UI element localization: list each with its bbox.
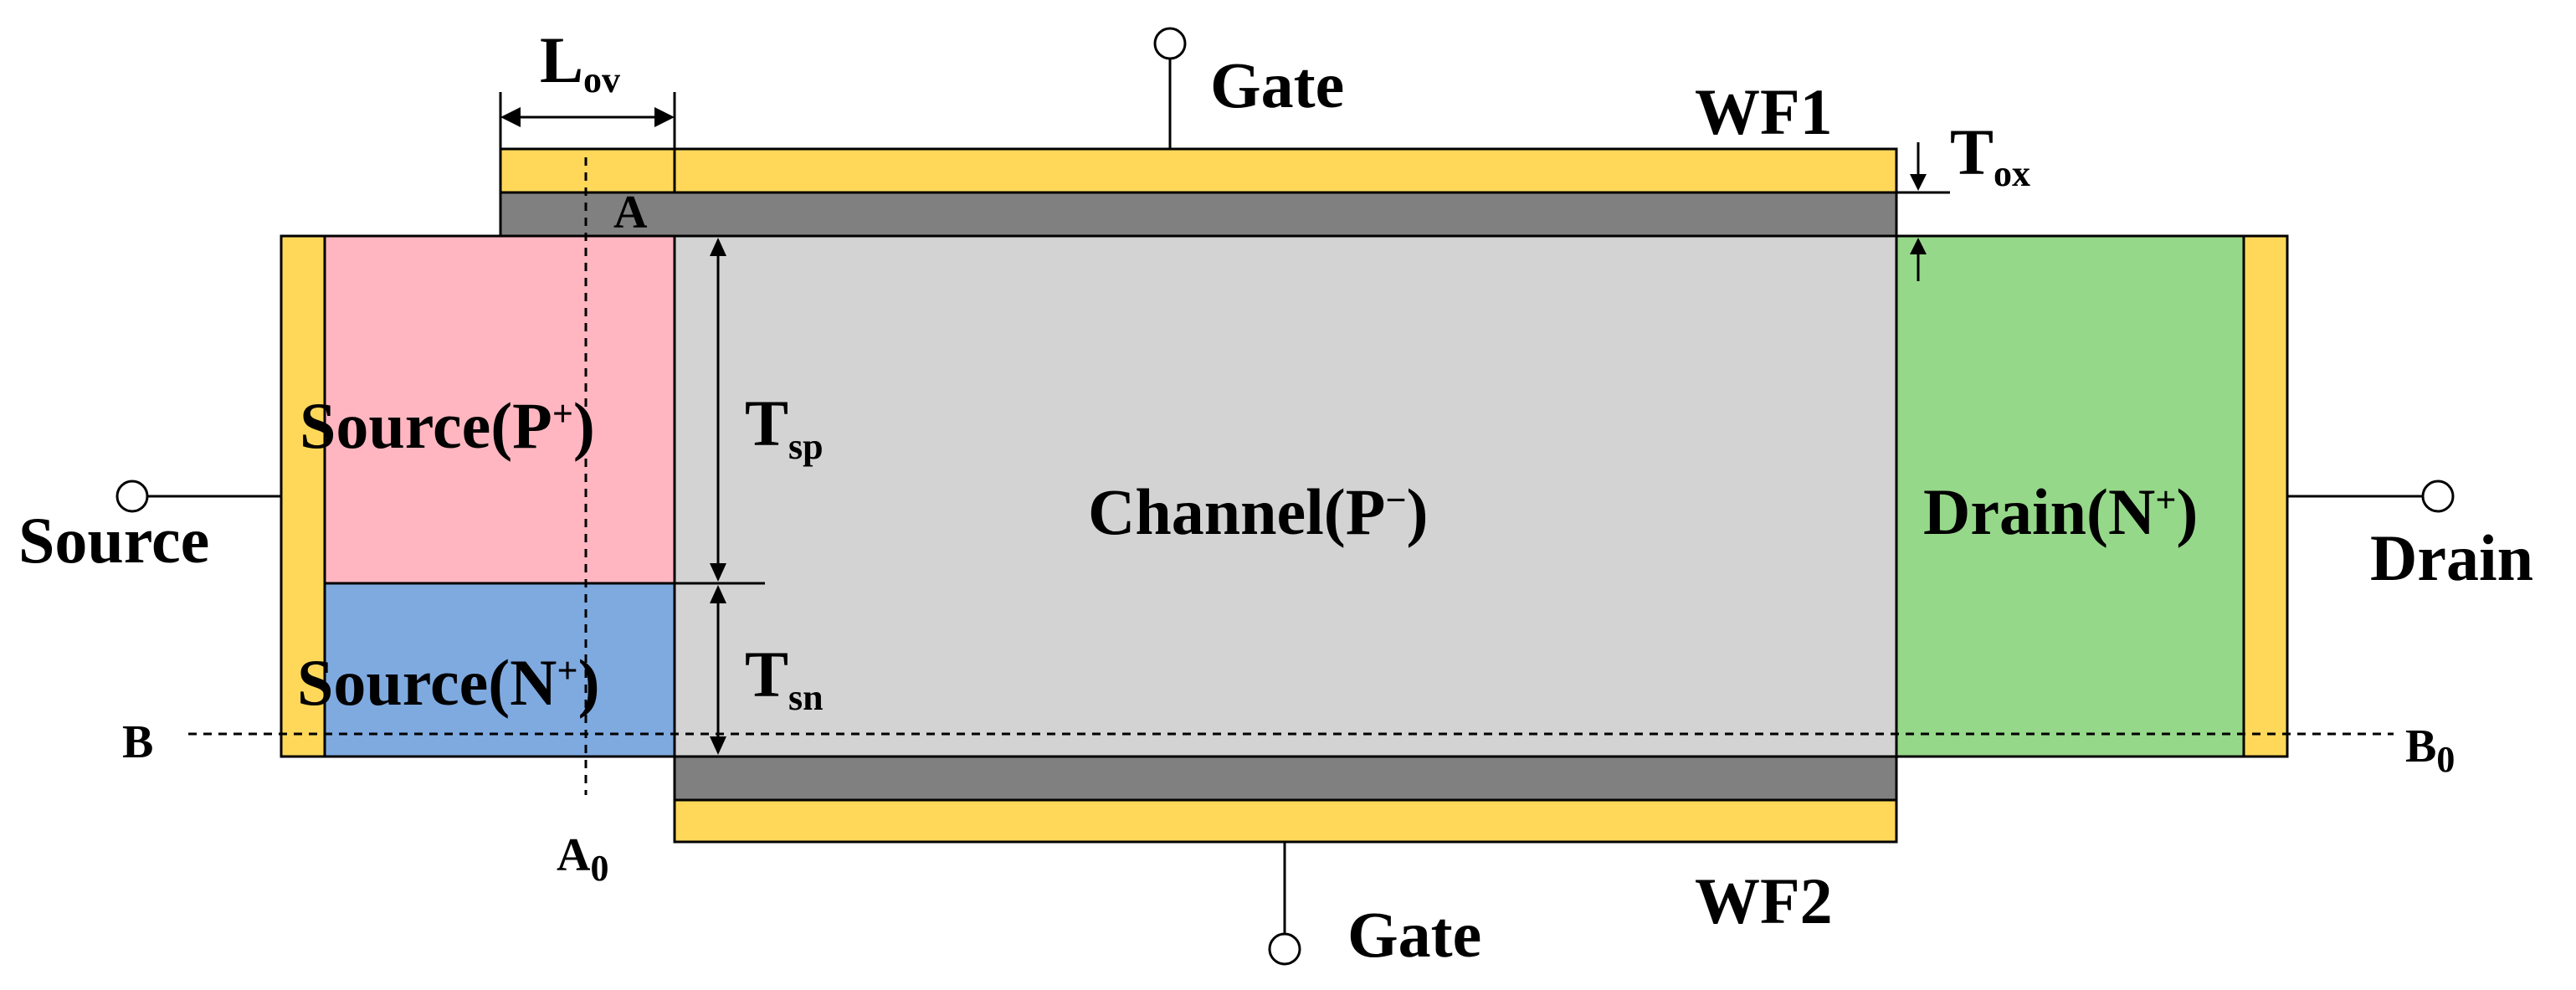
tsn-label: Tsn [745, 638, 824, 718]
point-a0-label: A0 [557, 829, 608, 889]
source-n-label: Source(N+) [297, 646, 600, 719]
tsp-arrowhead-top [710, 238, 726, 256]
top-gate-metal-wf1 [499, 147, 1898, 194]
tox-arrowhead-bottom [1910, 238, 1927, 254]
lov-arrowhead-left [500, 107, 521, 127]
source-terminal-icon [115, 480, 149, 513]
lov-arrowhead-right [654, 107, 675, 127]
tox-arrowhead-top [1910, 174, 1927, 191]
tsn-arrowhead-bottom [710, 736, 726, 755]
drain-label: Drain(N+) [1923, 475, 2198, 548]
drain-terminal-icon [2421, 480, 2455, 513]
channel-region [673, 234, 1898, 758]
point-a-label: A [613, 187, 648, 239]
wf2-label: WF2 [1695, 864, 1833, 937]
point-b-label: B [122, 716, 153, 768]
channel-label: Channel(P−) [1088, 475, 1428, 548]
point-b0-label: B0 [2405, 721, 2455, 780]
bottom-gate-oxide [673, 755, 1898, 802]
drain-region [1895, 234, 2245, 758]
bottom-gate-metal-wf2 [673, 798, 1898, 844]
wf1-label: WF1 [1695, 75, 1833, 148]
tsn-arrowhead-top [710, 585, 726, 603]
bottom-gate-label: Gate [1347, 898, 1481, 971]
top-gate-oxide [499, 191, 1898, 238]
source-p-label: Source(P+) [300, 389, 595, 462]
tox-label: Tox [1950, 115, 2030, 194]
source-n-region [323, 582, 676, 758]
drain-terminal-label: Drain [2370, 521, 2533, 594]
lov-label: Lov [540, 23, 620, 100]
source-terminal-label: Source [18, 504, 209, 577]
top-gate-label: Gate [1210, 49, 1344, 121]
source-p-region [323, 234, 676, 585]
drain-contact-metal [2242, 234, 2289, 758]
tsp-label: Tsp [745, 387, 824, 467]
bottom-gate-terminal-icon [1268, 932, 1301, 966]
top-gate-terminal-icon [1153, 27, 1187, 60]
tsp-arrowhead-bottom [710, 563, 726, 582]
